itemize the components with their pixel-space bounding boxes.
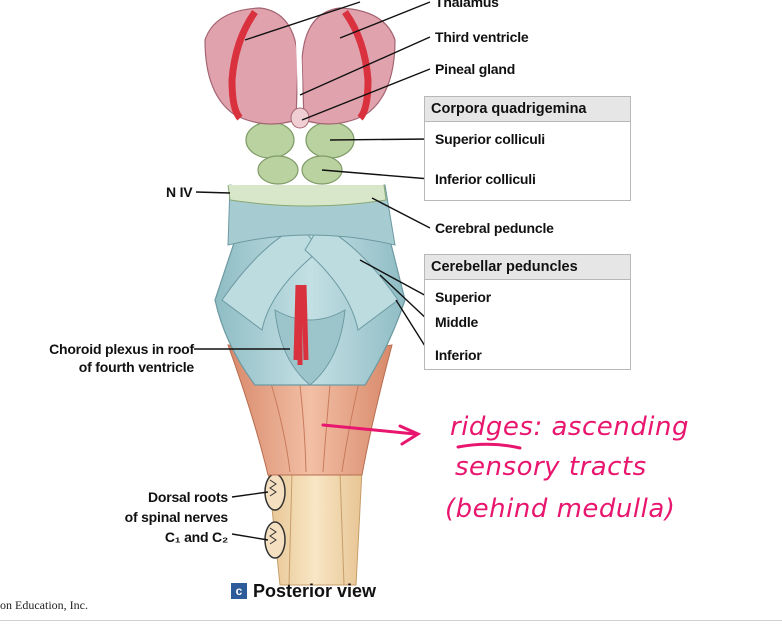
label-choroid-plexus-line1: Choroid plexus in roof	[49, 341, 194, 357]
colliculi	[245, 121, 355, 185]
label-n-iv: N IV	[166, 184, 193, 200]
label-inferior: Inferior	[435, 347, 482, 363]
label-choroid-plexus-line2: of fourth ventricle	[78, 359, 194, 375]
box-title-cerebellar-peduncles: Cerebellar peduncles	[425, 255, 630, 280]
caption-badge: c	[231, 583, 247, 599]
label-middle: Middle	[435, 314, 479, 330]
label-superior-colliculi: Superior colliculi	[435, 131, 545, 147]
credit-text: on Education, Inc.	[0, 598, 88, 612]
caption-text: Posterior view	[253, 581, 377, 601]
label-superior: Superior	[435, 289, 491, 305]
thalamus	[204, 7, 396, 129]
box-title-corpora-quadrigemina: Corpora quadrigemina	[425, 97, 630, 122]
label-thalamus: Thalamus	[435, 0, 499, 10]
label-pineal-gland: Pineal gland	[435, 61, 516, 77]
leader-lines	[194, 1, 431, 541]
annotation-line2: sensory tracts	[455, 452, 647, 482]
fourth-ventricle-region	[214, 224, 406, 386]
box-corpora-quadrigemina: Corpora quadrigemina	[424, 96, 631, 201]
choroid-plexus	[293, 284, 309, 365]
figure-caption: c Posterior view	[231, 581, 376, 602]
annotation-line3: (behind medulla)	[445, 494, 676, 524]
label-third-ventricle: Third ventricle	[435, 29, 529, 45]
dorsal-roots	[264, 473, 286, 559]
cerebral-peduncle	[227, 184, 396, 246]
label-dorsal-roots-line1: Dorsal roots	[147, 489, 228, 505]
annotation-arrow	[321, 423, 522, 450]
annotation-line1: ridges: ascending	[450, 412, 689, 442]
label-dorsal-roots-line2: of spinal nerves	[124, 509, 229, 525]
box-cerebellar-peduncles: Cerebellar peduncles	[424, 254, 631, 370]
label-cerebral-peduncle: Cerebral peduncle	[435, 220, 554, 236]
bottom-divider	[0, 620, 782, 621]
label-inferior-colliculi: Inferior colliculi	[435, 171, 536, 187]
label-dorsal-roots-line3: C₁ and C₂	[164, 529, 228, 545]
